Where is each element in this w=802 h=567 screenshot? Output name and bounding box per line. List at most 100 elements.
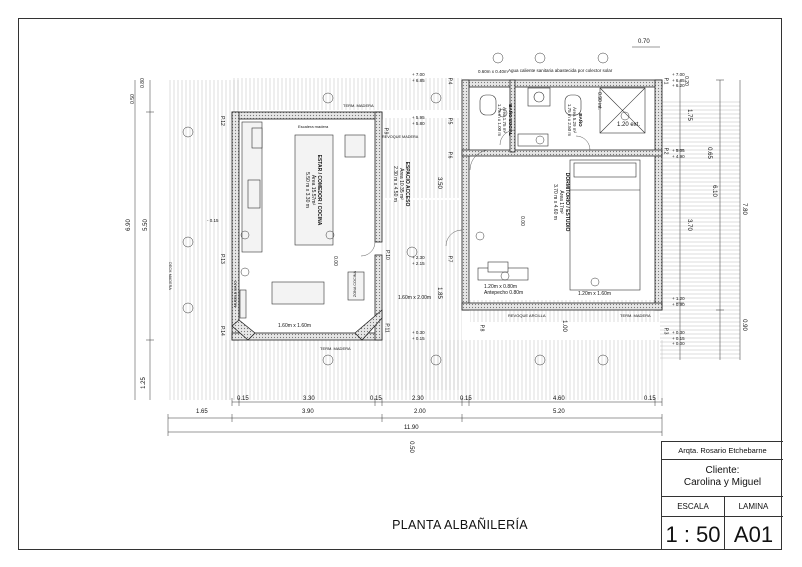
title-block-divider — [724, 496, 725, 550]
level-700: + 7.00 — [672, 72, 685, 77]
level-580: + 5.80 — [412, 120, 425, 126]
level-490: + 4.90 — [672, 153, 685, 159]
level-620: + 6.20 — [672, 83, 685, 88]
bath-fixtures — [479, 87, 646, 147]
room-bedroom-label: DORMITORIO / ESTUDIO Área 17m² 3.70 m x … — [552, 162, 570, 242]
walls — [231, 79, 663, 341]
level-015: + 0.15 — [672, 335, 685, 341]
room-kitchen-label: ESTAR / COMEDOR / COCINA Área 15.57m² 5.… — [304, 146, 322, 234]
note-revoque-arcilla: REVOQUE ARCILLA — [508, 313, 546, 318]
misc-000-bed: 0.00 — [518, 216, 525, 226]
client-box: Cliente: Carolina y Miguel — [662, 459, 783, 496]
dim-b1-0: 0.15 — [237, 396, 249, 402]
dim-r-2: 0.65 — [705, 147, 712, 159]
pillar-p13: P.13 — [218, 254, 225, 264]
room-bath-social-area: Área 1.75 m² — [502, 106, 508, 133]
window-label-2: 1.60m x 2.00m — [398, 295, 432, 301]
dim-b2-0: 1.65 — [196, 409, 208, 415]
level-595: + 5.95 — [412, 115, 425, 120]
level-030: + 0.30 — [672, 330, 685, 335]
dim-b1-5: 4.60 — [553, 396, 565, 402]
level-000: + 0.00 — [672, 341, 685, 346]
dim-top-small: 0.70 — [638, 39, 650, 45]
pillar-p10: P.10 — [383, 250, 390, 260]
room-bath-name: BAÑO — [578, 113, 583, 127]
plan-title: PLANTA ALBAÑILERÍA — [392, 518, 528, 532]
room-bedroom-name: DORMITORIO / ESTUDIO — [564, 172, 570, 232]
levels-mid2: + 5.95 + 5.80 — [412, 115, 425, 126]
level-230: + 2.30 — [412, 255, 425, 260]
pillar-p7: P.7 — [446, 255, 453, 263]
dim-b1-3: 2.30 — [412, 396, 424, 402]
misc-000-kitchen: 0.00 — [331, 256, 338, 266]
pillar-p8: P.8 — [478, 324, 485, 332]
scale-label: ESCALA — [677, 502, 709, 511]
room-bath-area: Área 5.29 m² — [572, 106, 578, 133]
note-term-madera-right: TERM. MADERA — [620, 313, 651, 318]
note-term-madera-top: TERM. MADERA — [343, 103, 374, 108]
client-label: Cliente: — [705, 465, 740, 476]
dim-b2-3: 5.20 — [553, 409, 565, 415]
dim-b1-1: 3.30 — [303, 396, 315, 402]
room-bedroom-perimeter: 3.70 m x 4.60 m — [552, 184, 558, 220]
room-access-area: Área 10.35 m² — [398, 168, 404, 200]
misc-350: 3.50 — [435, 177, 442, 189]
levels-mid4: + 0.30 + 0.15 — [412, 330, 425, 341]
level-090: + 0.90 — [672, 301, 685, 307]
level-215: + 2.15 — [412, 260, 425, 266]
pillar-p11: P.11 — [383, 323, 390, 333]
levels-right-bottom: + 0.30 + 0.15 + 0.00 — [672, 330, 685, 347]
pillar-p12: P.12 — [218, 116, 225, 126]
scale-value: 1 : 50 — [665, 522, 721, 547]
deck-hatching — [168, 78, 740, 400]
levels-right-mid: + 5.05 + 4.90 — [672, 148, 685, 159]
pillar-p3: P.3 — [662, 327, 669, 335]
dim-l-5: 6.90 — [125, 219, 132, 231]
pillar-p2: P.2 — [662, 147, 669, 155]
level-mid-030: + 0.30 — [412, 330, 425, 335]
pillar-p5: P.5 — [446, 117, 453, 125]
title-block: Arqta. Rosario Etchebarne Cliente: Carol… — [661, 441, 783, 550]
dim-total: 11.90 — [404, 425, 419, 431]
room-bath-social-name: BAÑO SOCIAL — [508, 104, 513, 136]
bay-corner — [231, 309, 383, 341]
note-deck-madera: DECK MADERA — [168, 262, 172, 290]
level-minus: - 0.15 — [207, 218, 219, 223]
room-bath-perimeter: 1.75 m x 2.50 m — [567, 103, 572, 137]
dim-r-5: 3.70 — [685, 219, 692, 231]
window-label-1: 1.60m x 1.60m — [278, 323, 312, 329]
levels-mid: + 7.00 + 6.85 — [412, 72, 425, 83]
dim-r-9: 0.90 — [740, 319, 747, 331]
level-mid-700: + 7.00 — [412, 72, 425, 77]
pillar-p6: P.6 — [446, 151, 453, 159]
sheet-border — [18, 18, 782, 550]
room-bath-social-label: BAÑO SOCIAL Área 1.75 m² 1.75 m x 1.00 m — [497, 95, 513, 145]
section-markers — [182, 52, 630, 366]
dim-b1-4: 0.15 — [460, 396, 472, 402]
level-mid-685: + 6.85 — [412, 77, 425, 83]
client-name: Carolina y Miguel — [683, 477, 762, 488]
dim-r-4: 7.80 — [740, 203, 747, 215]
dim-bottom-small: 0.50 — [407, 441, 414, 453]
room-access-name: ESPACIO ACCESO — [404, 161, 410, 207]
room-kitchen-name: ESTAR / COMEDOR / COCINA — [316, 154, 322, 226]
door-swings — [360, 129, 591, 257]
pillar-p1: P.1 — [662, 77, 669, 85]
levels-right-low: + 1.20 + 0.90 — [672, 296, 685, 307]
room-bath-social-perimeter: 1.75 m x 1.00 m — [497, 103, 502, 137]
dim-b2-1: 3.90 — [302, 409, 314, 415]
level-685: + 6.85 — [672, 77, 685, 83]
window-label-bed: 1.20m x 0.80m Antepecho 0.80m — [484, 284, 523, 296]
scale-value-row: 1 : 50 A01 — [662, 516, 783, 550]
misc-100: 1.00 — [560, 320, 567, 332]
note-term-madera-bottom: TERM. MADERA — [320, 346, 351, 351]
bedroom-desk — [477, 261, 529, 281]
window-label-int: 0.90 int. — [595, 92, 602, 110]
dim-r-3: 6.10 — [710, 185, 717, 197]
dim-b1-2: 0.15 — [370, 396, 382, 402]
dim-b1-6: 0.15 — [644, 396, 656, 402]
levels-right: + 7.00 + 6.85 + 6.20 — [672, 72, 685, 89]
kitchen-counter — [239, 121, 366, 319]
bed — [569, 159, 641, 291]
